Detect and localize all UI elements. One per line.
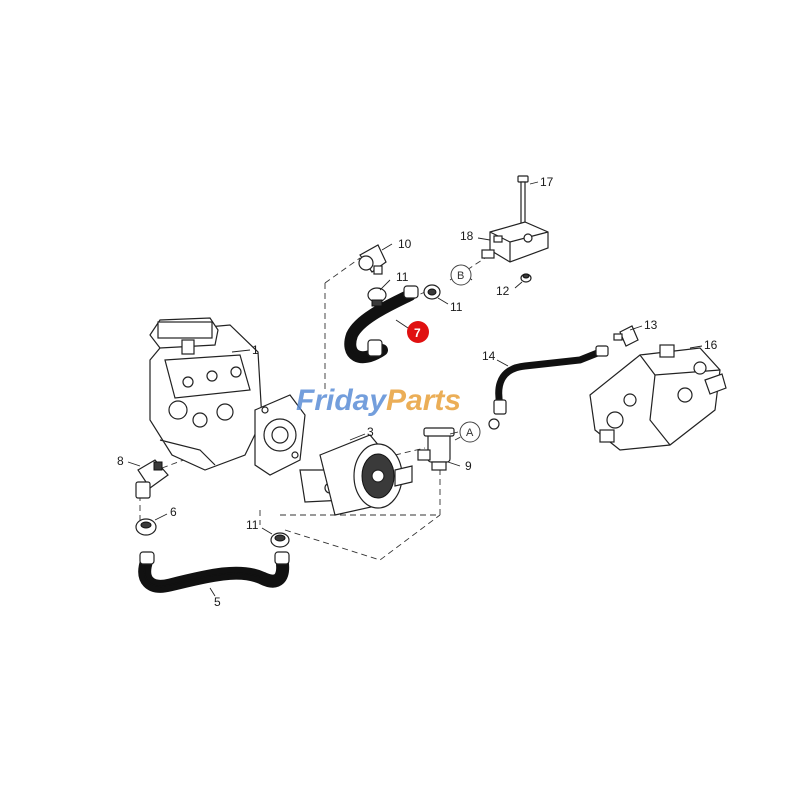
callout-11-upper: 11 [396,270,409,284]
watermark-text-a: Friday [296,384,387,417]
callout-11-lower: 11 [246,518,259,532]
pump-assembly [149,317,306,476]
clamp-6 [135,518,157,536]
callout-14: 14 [482,349,496,363]
callout-1: 1 [252,343,259,357]
circle-ref-a: A [459,421,481,443]
svg-text:B: B [457,270,464,282]
clamp-11-mid [423,284,441,300]
circle-ref-b: B [450,264,472,286]
elbow-fitting-10 [358,244,387,275]
elbow-fitting-8 [135,459,169,499]
callout-18: 18 [460,229,474,243]
svg-text:FridayParts: FridayParts [296,384,461,417]
clamp-11-upper [367,287,387,307]
callout-7-highlight [407,321,429,343]
callout-16: 16 [704,338,718,352]
callout-13: 13 [644,318,658,332]
callout-8: 8 [117,454,124,468]
gear-pump [299,434,413,516]
callout-9: 9 [465,459,472,473]
clamp-11-lower [270,532,290,548]
leader-lines [127,181,703,597]
svg-text:A: A [466,427,474,439]
callout-12: 12 [496,284,510,298]
watermark-logo: FridayParts [296,384,461,417]
valve-block-18 [481,221,549,263]
callout-17: 17 [540,175,554,189]
nut-12 [520,273,532,283]
control-valve-16 [589,344,727,451]
callout-11-mid: 11 [450,300,463,314]
callout-3: 3 [367,425,374,439]
fitting-13 [613,325,639,347]
watermark-text-b: Parts [386,384,461,417]
hose-7 [344,285,419,364]
tee-fitting [417,427,455,471]
callout-6: 6 [170,505,177,519]
hose-5 [138,551,290,593]
callout-5: 5 [214,595,221,609]
hose-14 [488,345,609,430]
callout-7: 7 [414,326,421,340]
callout-10: 10 [398,237,412,251]
bolt-17 [517,175,529,225]
